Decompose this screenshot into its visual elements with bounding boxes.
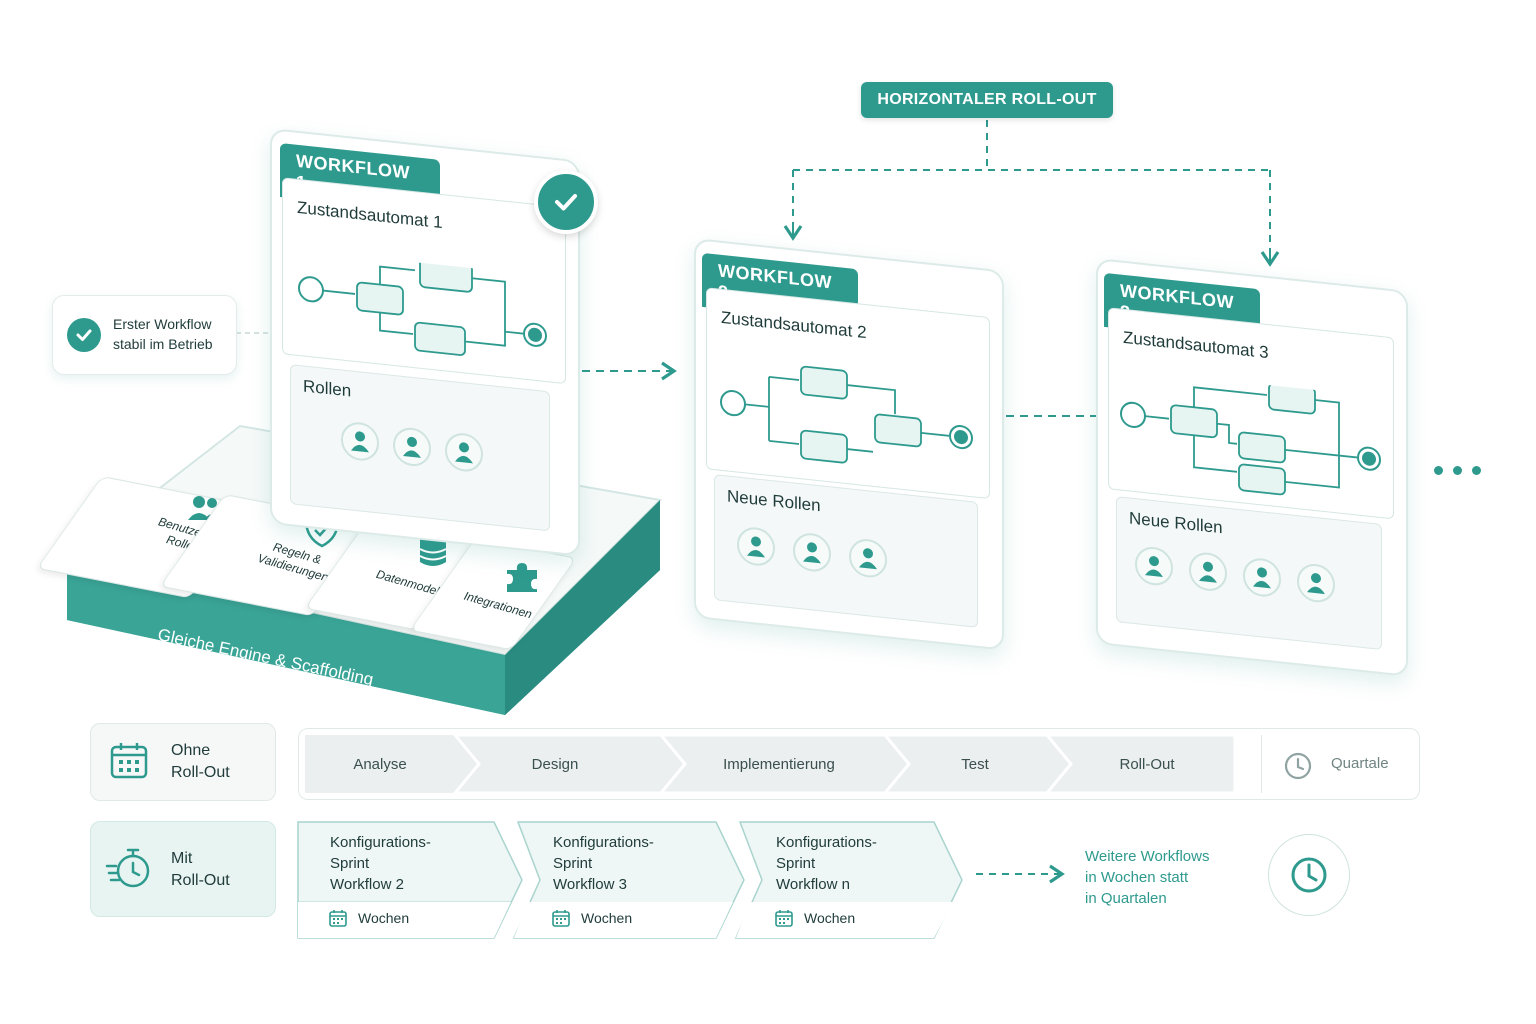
sprint-3-line1: Konfigurations- — [776, 834, 877, 851]
phase-chevrons — [305, 735, 1235, 793]
state-machine-panel-3: Zustandsautomat 3 — [1108, 307, 1394, 520]
roles-label-2: Neue Rollen — [727, 486, 821, 516]
state-diagram-3 — [1120, 382, 1381, 496]
avatar — [341, 420, 379, 463]
row-label-without-line1: Ohne — [171, 742, 211, 759]
first-workflow-status-note: Erster Workflow stabil im Betrieb — [52, 295, 237, 375]
clock-icon — [1268, 834, 1350, 916]
waterfall-phase-track: Analyse Design Implementierung Test Roll… — [298, 728, 1420, 800]
roles-panel-2: Neue Rollen — [714, 474, 978, 628]
sprint-chevrons — [297, 821, 963, 939]
puzzle-icon — [503, 560, 541, 599]
calendar-icon — [552, 910, 570, 927]
status-note-line2: stabil im Betrieb — [113, 336, 213, 352]
role-avatars-3 — [1135, 545, 1335, 605]
sprint-3-duration: Wochen — [804, 910, 856, 926]
avatar — [393, 425, 431, 468]
calendar-icon — [110, 743, 148, 779]
state-machine-title-2: Zustandsautomat 2 — [721, 307, 867, 343]
check-circle-icon — [67, 318, 101, 352]
sprint-2-duration: Wochen — [581, 910, 633, 926]
sprint-label-3: Konfigurations- Sprint Workflow n — [776, 832, 877, 895]
rollout-result-line3: in Quartalen — [1085, 890, 1167, 907]
sprint-2-line3: Workflow 3 — [553, 876, 627, 893]
rollout-result-line2: in Wochen statt — [1085, 869, 1189, 886]
state-machine-title-3: Zustandsautomat 3 — [1123, 327, 1269, 363]
row-label-with-line2: Roll-Out — [171, 872, 230, 889]
sprint-1-duration: Wochen — [358, 910, 410, 926]
sprint-2-line1: Konfigurations- — [553, 834, 654, 851]
avatar — [737, 525, 775, 568]
rollout-result-line1: Weitere Workflows — [1085, 848, 1210, 865]
workflow-card-3: WORKFLOW 3 Zustandsautomat 3 Neue Rollen — [1096, 258, 1408, 677]
phase-analyse: Analyse — [353, 755, 407, 773]
avatar — [1189, 550, 1227, 593]
avatar — [1297, 562, 1335, 605]
roles-panel-1: Rollen — [290, 364, 550, 532]
calendar-icon — [775, 910, 793, 927]
state-diagram-2 — [720, 365, 973, 464]
row-label-with-line1: Mit — [171, 850, 193, 867]
sprint-3-line2: Sprint — [776, 855, 816, 872]
rollout-branch-line — [792, 120, 1271, 262]
state-machine-panel-1: Zustandsautomat 1 — [282, 177, 566, 385]
phase-divider — [1261, 735, 1262, 793]
row-label-with-rollout: Mit Roll-Out — [90, 821, 276, 917]
roles-label-3: Neue Rollen — [1129, 508, 1223, 538]
roles-panel-3: Neue Rollen — [1116, 496, 1382, 651]
sprint-label-1: Konfigurations- Sprint Workflow 2 — [330, 832, 431, 895]
sprint-1-line1: Konfigurations- — [330, 834, 431, 851]
horizontal-rollout-badge: HORIZONTALER ROLL-OUT — [861, 82, 1113, 118]
sprint-2-line2: Sprint — [553, 855, 593, 872]
avatar — [793, 531, 831, 574]
roles-label-1: Rollen — [303, 376, 352, 401]
avatar — [445, 431, 483, 474]
workflow-card-2: WORKFLOW 2 Zustandsautomat 2 Neue Rollen — [694, 238, 1004, 651]
sprint-label-2: Konfigurations- Sprint Workflow 3 — [553, 832, 654, 895]
calendar-icon — [329, 910, 347, 927]
avatar — [1135, 545, 1173, 588]
rollout-result-text: Weitere Workflows in Wochen statt in Qua… — [1085, 846, 1255, 909]
row-label-without-rollout: Ohne Roll-Out — [90, 723, 276, 801]
duration-quartale: Quartale — [1331, 755, 1389, 772]
workflow-card-1: WORKFLOW 1 Zustandsautomat 1 Rollen — [270, 128, 580, 557]
state-machine-panel-2: Zustandsautomat 2 — [706, 287, 990, 500]
status-note-line1: Erster Workflow — [113, 316, 212, 332]
sprint-1-line3: Workflow 2 — [330, 876, 404, 893]
phase-rollout: Roll-Out — [1119, 755, 1175, 773]
row-label-without-line2: Roll-Out — [171, 764, 230, 781]
check-circle-icon — [534, 170, 598, 234]
role-avatars-1 — [341, 420, 483, 474]
sprint-1-line2: Sprint — [330, 855, 370, 872]
phase-test: Test — [961, 755, 989, 773]
avatar — [849, 537, 887, 580]
status-note-text: Erster Workflow stabil im Betrieb — [113, 314, 233, 354]
phase-design: Design — [531, 755, 579, 773]
clock-icon — [1284, 752, 1312, 780]
row-label-with-text: Mit Roll-Out — [171, 848, 230, 892]
phase-implementierung: Implementierung — [723, 755, 835, 773]
state-diagram-1 — [298, 258, 547, 356]
row-label-without-text: Ohne Roll-Out — [171, 740, 230, 784]
state-machine-title-1: Zustandsautomat 1 — [297, 197, 443, 233]
sprint-3-line3: Workflow n — [776, 876, 850, 893]
role-avatars-2 — [737, 525, 887, 580]
stopwatch-icon — [105, 848, 150, 888]
more-workflows-ellipsis — [1434, 462, 1491, 480]
avatar — [1243, 556, 1281, 599]
